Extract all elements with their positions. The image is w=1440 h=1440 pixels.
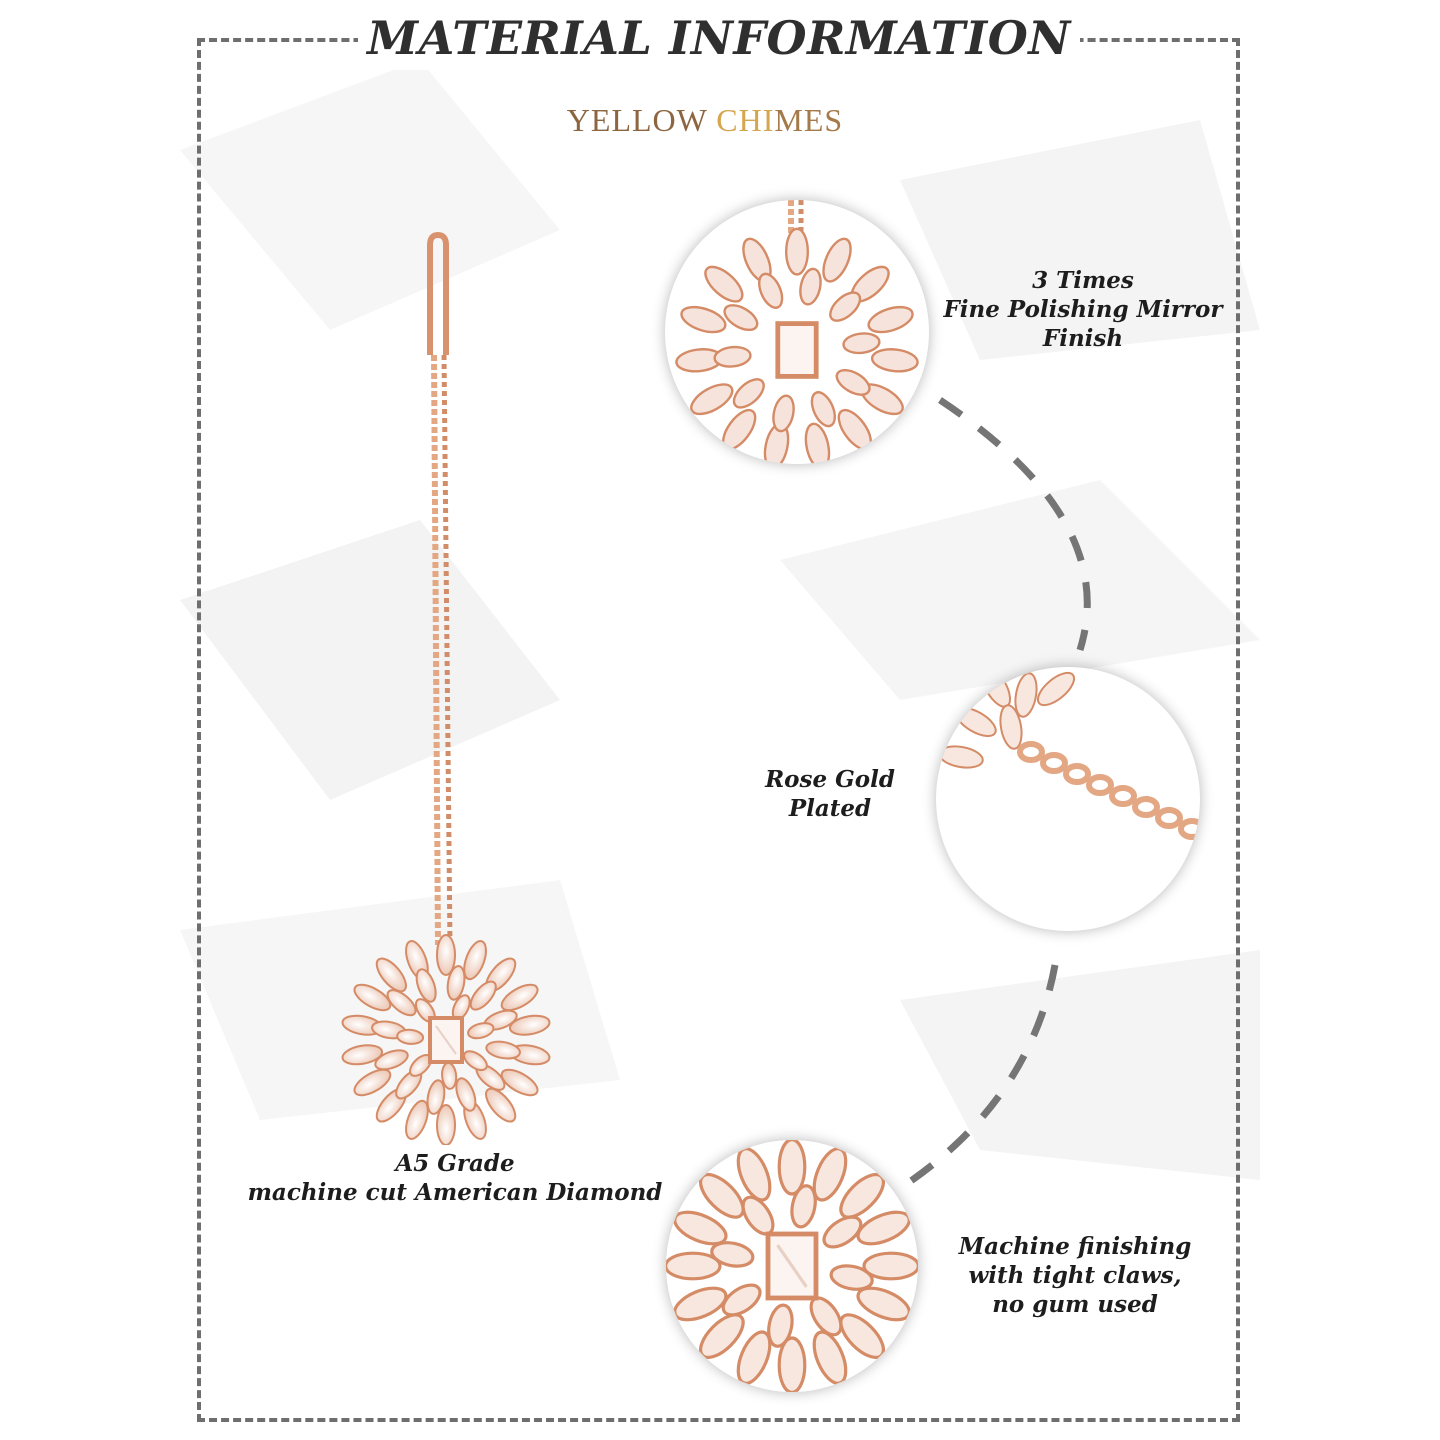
brand-logo: YELLOW CHIMES [500,98,910,142]
feature-line: Fine Polishing Mirror [943,296,1223,323]
feature-line: with tight claws, [968,1262,1182,1289]
feature-line: Finish [1042,325,1124,352]
feature-line: no gum used [992,1291,1158,1318]
feature-label-mirror-finish: 3 Times Fine Polishing Mirror Finish [930,266,1236,353]
feature-line: Machine finishing [958,1233,1192,1260]
feature-label-rose-gold: Rose Gold Plated [740,765,920,823]
feature-line: Rose Gold [765,766,895,793]
rose-gold-maang-tikka-photo [341,231,551,1145]
feature-line: A5 Grade [395,1150,515,1177]
feature-line: machine cut American Diamond [247,1179,663,1206]
title-background [358,6,1080,70]
brand-logo-part: YELLOW [566,102,708,138]
pendant-closeup [665,200,929,464]
brand-logo-part: MES [774,102,844,138]
page-title: MATERIAL INFORMATION [367,11,1071,65]
stone-closeup [666,1140,918,1392]
brand-logo-part: CHI [707,102,775,138]
feature-label-american-diamond: A5 Grade machine cut American Diamond [240,1149,670,1207]
feature-line: 3 Times [1032,267,1134,294]
feature-line: Plated [788,795,872,822]
feature-label-machine-finishing: Machine finishing with tight claws, no g… [930,1232,1220,1319]
chain-closeup [936,667,1200,931]
